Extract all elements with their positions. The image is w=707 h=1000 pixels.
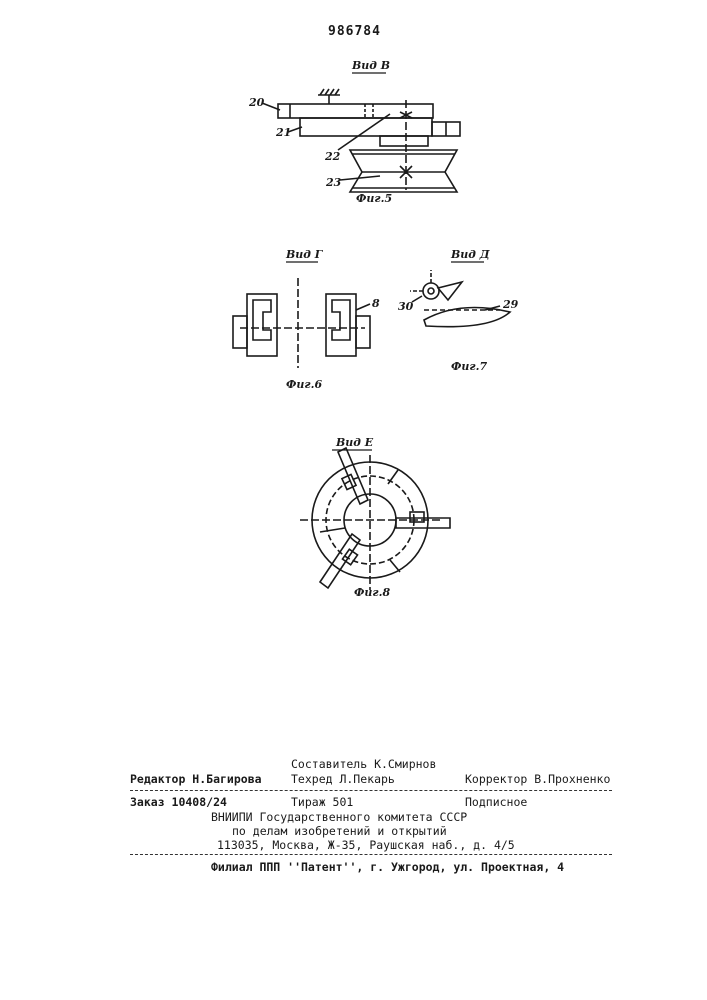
techred: Техред Л.Пекарь — [291, 772, 395, 786]
corrector: Корректор В.Прохненко — [465, 772, 610, 786]
subscription: Подписное — [465, 795, 527, 809]
branch-address: Филиал ППП ''Патент'', г. Ужгород, ул. П… — [211, 860, 564, 874]
fig8-caption: Фиг.8 — [354, 586, 390, 599]
org-line-2: по делам изобретений и открытий — [232, 824, 447, 838]
divider-2 — [130, 854, 612, 855]
circulation: Тираж 501 — [291, 795, 353, 809]
org-line-3: 113035, Москва, Ж-35, Раушская наб., д. … — [217, 838, 515, 852]
divider-1 — [130, 790, 612, 791]
order-number: Заказ 10408/24 — [130, 795, 227, 809]
org-line-1: ВНИИПИ Государственного комитета СССР — [211, 810, 467, 824]
editor: Редактор Н.Багирова — [130, 772, 262, 786]
compiler: Составитель К.Смирнов — [291, 757, 436, 771]
fig8-view-label: Вид Е — [336, 436, 373, 449]
